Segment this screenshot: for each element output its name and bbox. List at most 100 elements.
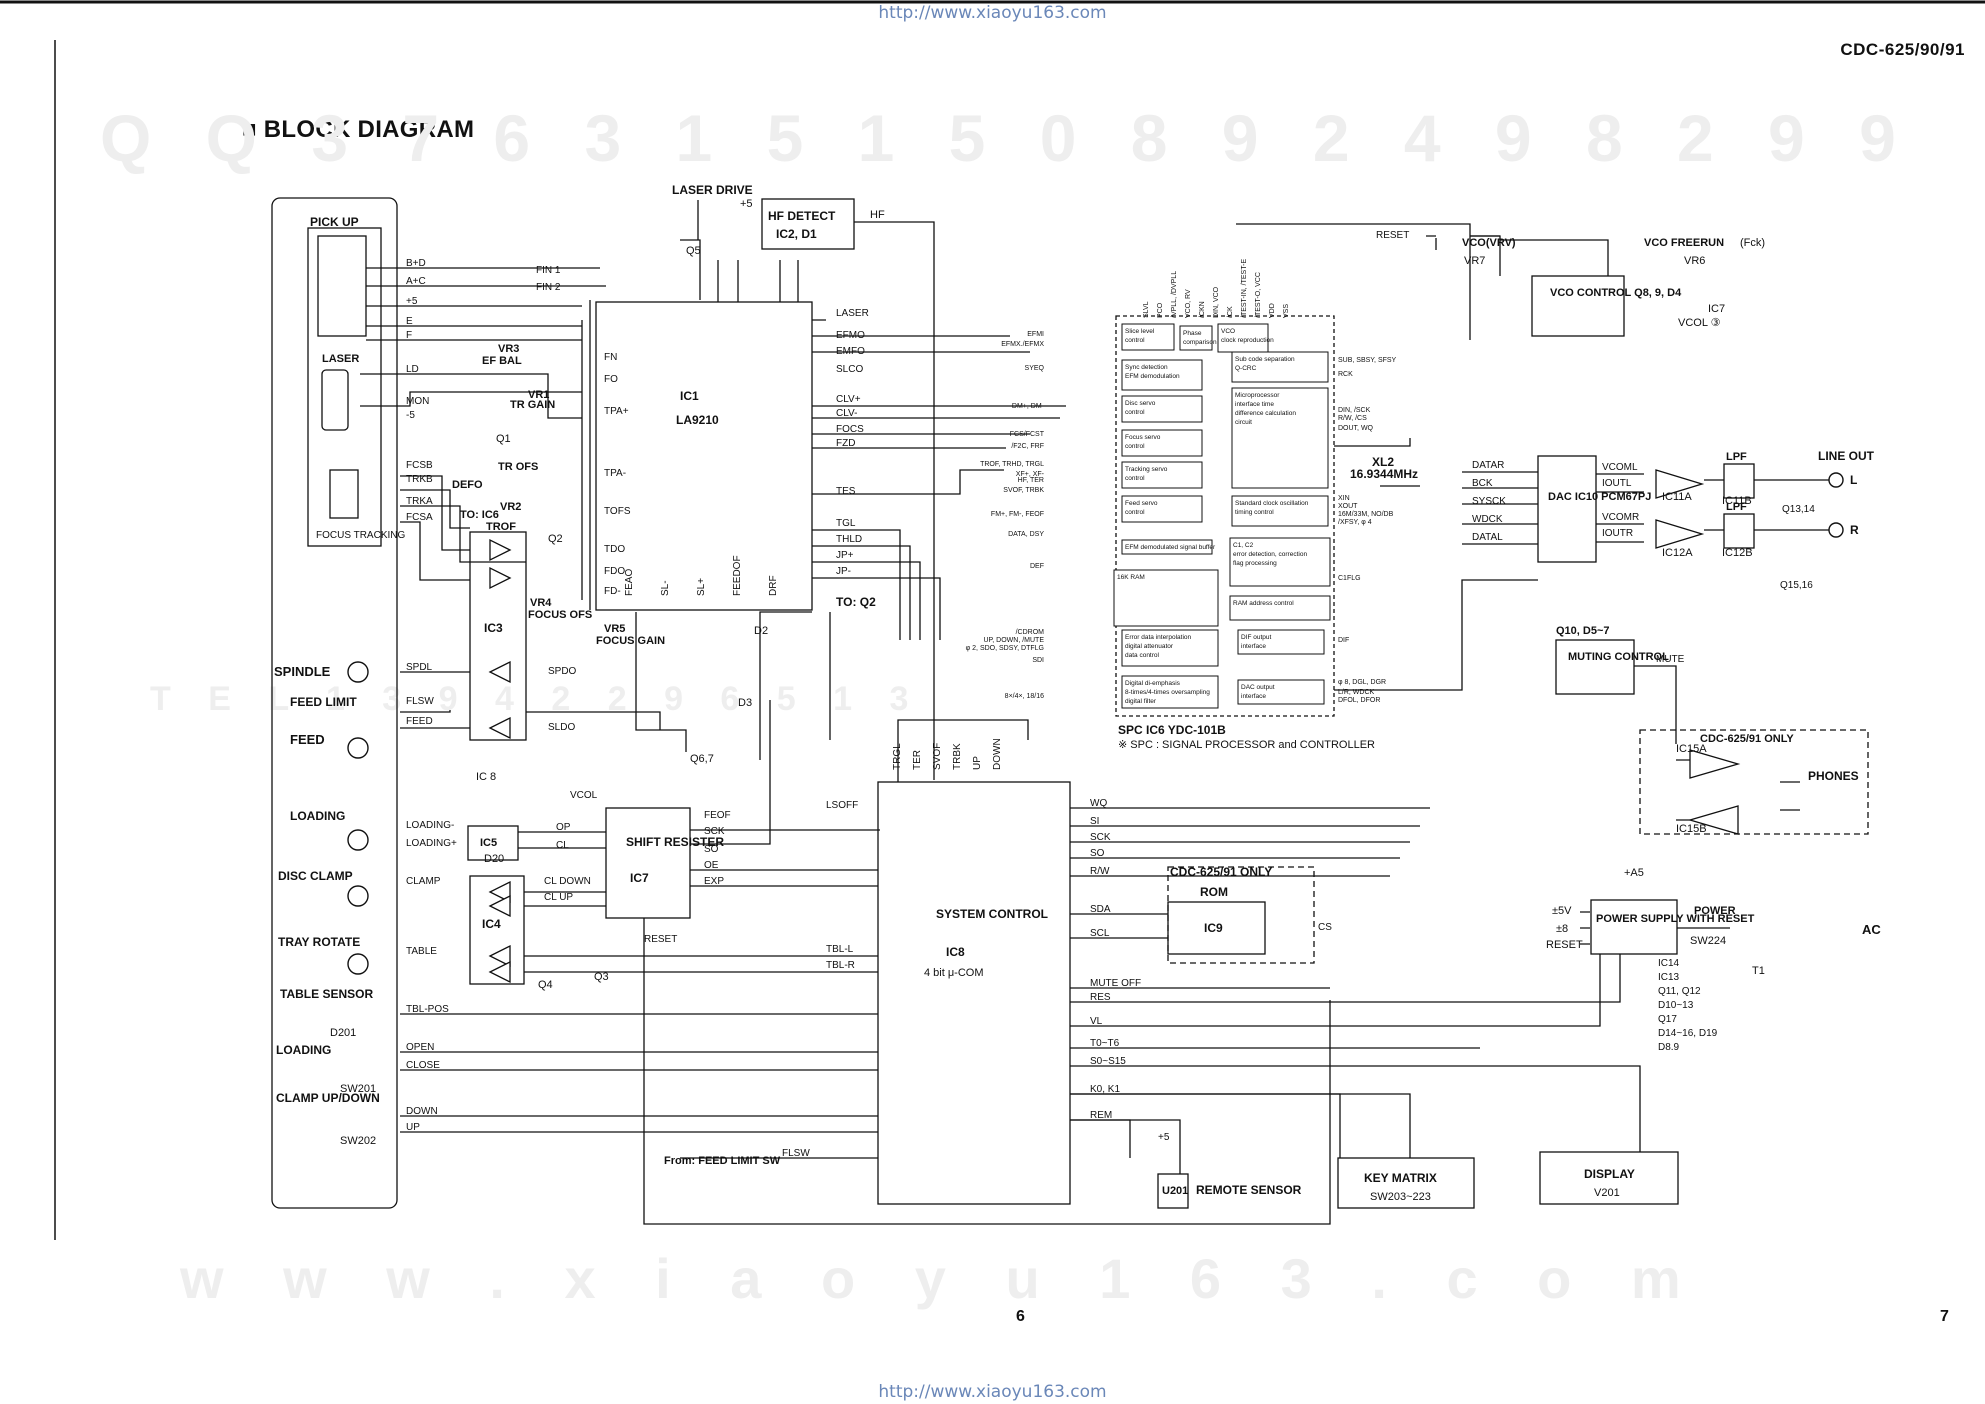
ic1-pin-label: EMFO [836,346,865,357]
syscon-pin-label: WQ [1090,798,1107,809]
spc-block [1179,325,1213,351]
syscon-top-pin-label: TER [912,750,923,770]
model-number: CDC-625/90/91 [1840,40,1965,59]
spc-block [1121,675,1219,709]
q5-label: Q5 [686,245,701,257]
spc-block [1121,323,1175,351]
spc-note: ※ SPC : SIGNAL PROCESSOR and CONTROLLER [1118,739,1375,751]
lpf-label-1: LPF [1726,451,1747,463]
vco-control-label: VCO CONTROL Q8, 9, D4 [1550,287,1682,299]
syscon-pin-label: SCL [1090,928,1110,939]
vr7-label: VR7 [1464,255,1485,267]
spc-input-label: /F2C, FRF [1011,443,1044,450]
ic3-label: IC3 [484,621,503,635]
spc-output-label: RCK [1338,371,1353,378]
display-box [1539,1151,1679,1205]
spc-block-label: clock reproduction [1221,337,1274,344]
ic1-pin-label: EFMO [836,330,865,341]
ic1-pin-label: CLV+ [836,394,861,405]
spc-region [1115,315,1335,717]
display-v201: V201 [1594,1187,1620,1199]
source-url-top[interactable]: http://www.xiaoyu163.com [878,3,1107,23]
spc-block-label: Slice level [1125,328,1155,335]
vr3-label: VR3 [498,343,519,355]
source-url-bottom[interactable]: http://www.xiaoyu163.com [878,1382,1107,1402]
cl-up-label: CL UP [544,892,573,903]
syscon-pin-label: SI [1090,816,1099,827]
sw202-label: SW202 [340,1135,376,1147]
spc-block-label: RAM address control [1233,600,1294,607]
syscon-left-pin-label: TBL-R [826,960,855,971]
xl2-label: XL2 [1372,455,1394,469]
spc-block-label: DAC output [1241,684,1275,691]
feof-label: FEOF [704,810,731,821]
signal-label: TRKA [406,496,433,507]
q1516-label: Q15,16 [1780,580,1813,591]
ic1-left-pin-label: TOFS [604,506,631,517]
fck-label: (Fck) [1740,237,1765,249]
ic1-pin-label: TES [836,486,856,497]
vco-ic7-label: IC7 [1708,303,1725,315]
ic1-bottom-pin-label: FEAO [624,569,635,596]
sw201-label: SW201 [340,1083,376,1095]
syscon-pin-label: MUTE OFF [1090,978,1141,989]
spc-block [1237,679,1325,705]
shift-reset-label: RESET [644,934,677,945]
spc-input-label: EFMX./EFMX [1001,341,1044,348]
signal-label: LOADING+ [406,838,457,849]
spc-block-label: Tracking servo [1125,466,1168,473]
spc-block [1231,495,1329,527]
system-control-label: SYSTEM CONTROL [936,907,1048,921]
ioutl-label: IOUTL [1602,478,1632,489]
page-number-left: 6 [1016,1308,1025,1325]
feed-label: FEED [290,732,325,747]
spc-block-label: C1, C2 [1233,542,1254,549]
spc-top-pin-label: /TEST-O, VCC [1255,272,1262,318]
ic1-pin-label: FZD [836,438,855,449]
ic1-pin-label: TGL [836,518,856,529]
left-frame [271,197,398,1209]
power-ic-label: D10~13 [1658,1000,1694,1011]
signal-label: A+C [406,276,426,287]
xtal-label: 16.9344MHz [1350,467,1418,481]
table-sensor-label: TABLE SENSOR [280,987,373,1001]
spc-block-label: EFM demodulation [1125,373,1180,380]
syscon-left-pin-label: TBL-L [826,944,854,955]
signal-label: UP [406,1122,420,1133]
spc-input-label: /CDROM [1016,629,1045,636]
t1-label: T1 [1752,965,1765,977]
vco-control-box [1531,275,1625,337]
ic12a-label: IC12A [1662,547,1693,559]
ic1-pin-label: CLV- [836,408,858,419]
so-label: SO [704,844,719,855]
sw224-label: SW224 [1690,935,1726,947]
spc-top-pin-label: SLVL [1143,301,1150,318]
spc-top-pin-label: /VPLL, /DVPLL [1171,271,1178,318]
muting-control-label: MUTING CONTROL [1568,651,1669,663]
signal-label: FCSB [406,460,433,471]
spc-top-pin-label: /TEST-IN, /TEST-E [1241,259,1248,318]
spc-block-label: difference calculation [1235,410,1296,417]
spc-block-label: Sync detection [1125,364,1168,371]
vr2-label: VR2 [500,501,521,513]
spc-block-label: Digital di-emphasis [1125,680,1181,687]
power-ic-label: Q11, Q12 [1658,986,1701,997]
ic8-ref-label: IC 8 [476,771,496,783]
spc-input-label: FM+, FM-, FEOF [991,511,1044,518]
q4-label: Q4 [538,979,553,991]
hf-detect-box [761,198,855,250]
signal-label: FLSW [406,696,434,707]
ic9-label: IC9 [1204,921,1223,935]
dac-input-label: DATAL [1472,532,1503,543]
syscon-pin-label: SDA [1090,904,1111,915]
phones-label: PHONES [1808,769,1859,783]
power-supply-box [1590,899,1678,955]
ic1-left-pin-label: FN [604,352,617,363]
syscon-pin-label: T0~T6 [1090,1038,1120,1049]
spc-output-label: φ 8, DGL, DGR [1338,679,1386,686]
spc-block-label: Standard clock oscillation [1235,500,1309,507]
d201-label: D201 [330,1027,356,1039]
ef-bal-label: EF BAL [482,355,522,367]
syscon-pin-label: S0~S15 [1090,1056,1126,1067]
